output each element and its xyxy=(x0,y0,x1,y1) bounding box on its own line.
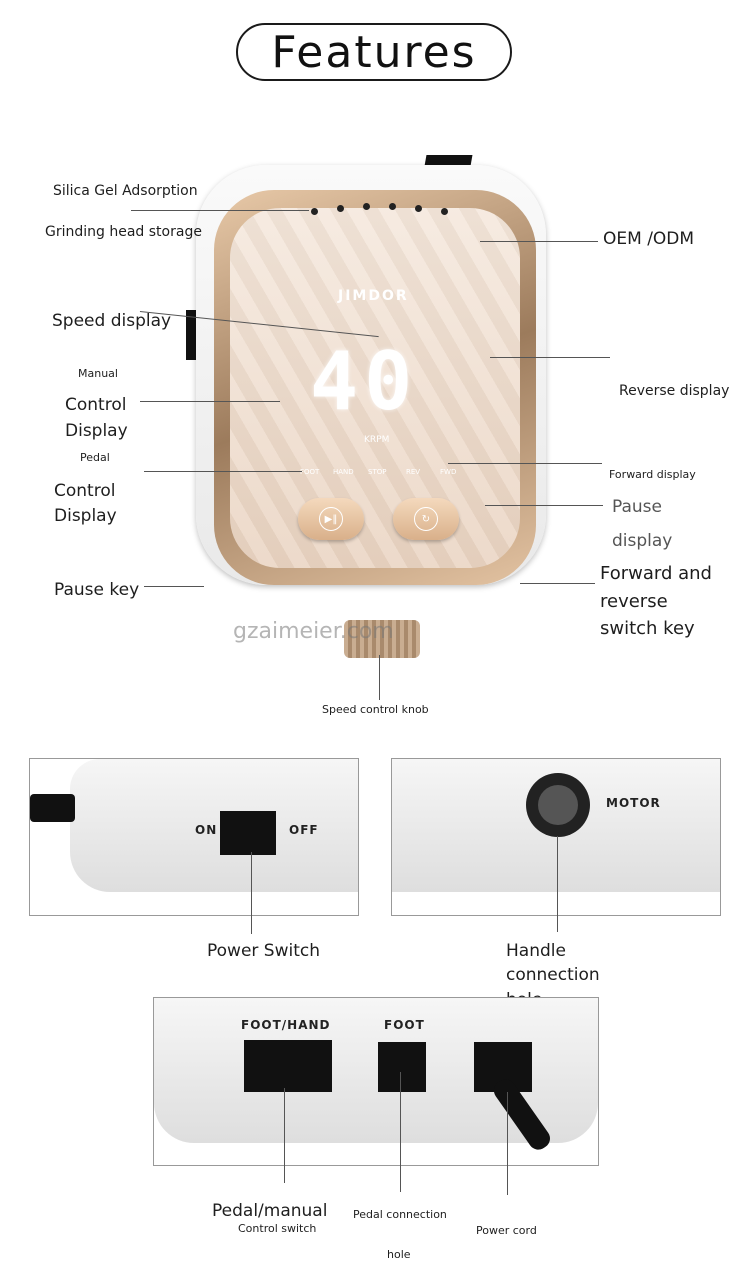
vent-dot xyxy=(311,208,318,215)
label-manual: Manual xyxy=(78,367,118,380)
label-forward-display: Forward display xyxy=(609,468,696,481)
rotate-icon: ↻ xyxy=(414,507,438,531)
device-side-view xyxy=(70,759,358,892)
caption-power-cord: Power cord xyxy=(476,1224,537,1237)
motor-socket-icon[interactable] xyxy=(526,773,590,837)
cable xyxy=(30,794,75,822)
vent-dot xyxy=(389,203,396,210)
leader-line xyxy=(140,401,280,402)
indicator-rev: REV xyxy=(406,468,421,476)
label-control-display-2a: Control xyxy=(54,481,116,501)
leader-line xyxy=(131,210,309,211)
leader-line xyxy=(507,1092,508,1195)
play-pause-icon: ▶‖ xyxy=(319,507,343,531)
pedal-jack[interactable] xyxy=(378,1042,426,1092)
vent-dot xyxy=(441,208,448,215)
label-fwd-rev-c: switch key xyxy=(600,618,695,639)
indicator-stop: STOP xyxy=(368,468,387,476)
vent-dot xyxy=(337,205,344,212)
label-speed-knob: Speed control knob xyxy=(322,703,429,716)
leader-line xyxy=(557,836,558,932)
leader-line xyxy=(485,505,603,506)
leader-line xyxy=(284,1088,285,1183)
page-title: Features xyxy=(236,23,512,81)
device-faceplate xyxy=(230,208,520,568)
vent-dot xyxy=(415,205,422,212)
speed-unit: KRPM xyxy=(364,435,390,445)
leader-line xyxy=(251,852,252,934)
leader-line xyxy=(480,241,598,242)
label-control-display-2b: Display xyxy=(54,506,117,526)
leader-line xyxy=(520,583,595,584)
label-fwd-rev-a: Forward and xyxy=(600,563,712,584)
leader-line xyxy=(144,586,204,587)
label-reverse-display: Reverse display xyxy=(619,383,730,399)
label-speed-display: Speed display xyxy=(52,311,172,331)
leader-line xyxy=(400,1072,401,1192)
brand-logo: JIMDOR xyxy=(338,288,409,304)
panel-power-switch: ON OFF xyxy=(29,758,359,916)
label-oem: OEM /ODM xyxy=(603,229,695,249)
indicator-fwd: FWD xyxy=(440,468,457,476)
label-pedal: Pedal xyxy=(80,451,110,464)
label-foot: FOOT xyxy=(384,1018,425,1032)
pause-key-button[interactable]: ▶‖ xyxy=(298,498,364,540)
label-control-display-1b: Display xyxy=(65,421,128,441)
caption-pedal-manual-a: Pedal/manual xyxy=(212,1201,328,1221)
label-silica-gel: Silica Gel Adsorption xyxy=(53,183,198,199)
label-foot-hand: FOOT/HAND xyxy=(241,1018,331,1032)
label-off: OFF xyxy=(289,823,319,837)
caption-pedal-manual-b: Control switch xyxy=(238,1222,317,1235)
speed-control-knob[interactable] xyxy=(344,620,420,658)
vent-dot xyxy=(363,203,370,210)
label-motor: MOTOR xyxy=(606,796,661,810)
device-face-shade xyxy=(230,208,520,568)
indicator-hand: HAND xyxy=(333,468,354,476)
label-pause-display-b: display xyxy=(612,531,673,551)
label-pause-key: Pause key xyxy=(54,580,140,600)
indicator-foot: FOOT xyxy=(300,468,320,476)
label-pause-display-a: Pause xyxy=(612,497,662,517)
leader-line xyxy=(144,471,302,472)
label-control-display-1a: Control xyxy=(65,395,127,415)
power-rocker-switch[interactable] xyxy=(220,811,276,855)
label-grinding-head: Grinding head storage xyxy=(45,224,202,240)
panel-motor-port: MOTOR xyxy=(391,758,721,916)
label-fwd-rev-b: reverse xyxy=(600,591,668,612)
foot-hand-rocker-switch[interactable] xyxy=(244,1040,332,1092)
forward-reverse-button[interactable]: ↻ xyxy=(393,498,459,540)
leader-line xyxy=(379,655,380,700)
watermark: gzaimeier.com xyxy=(233,619,394,644)
leader-line xyxy=(490,357,610,358)
caption-pedal-hole-b: hole xyxy=(387,1248,411,1261)
leader-line xyxy=(448,463,602,464)
caption-handle-b: connection xyxy=(506,965,600,985)
caption-pedal-hole-a: Pedal connection xyxy=(353,1208,447,1221)
label-on: ON xyxy=(195,823,218,837)
caption-power-switch: Power Switch xyxy=(207,941,321,961)
caption-handle-a: Handle xyxy=(506,941,566,961)
speed-readout: 40 xyxy=(310,335,419,428)
panel-back: FOOT/HAND FOOT xyxy=(153,997,599,1166)
